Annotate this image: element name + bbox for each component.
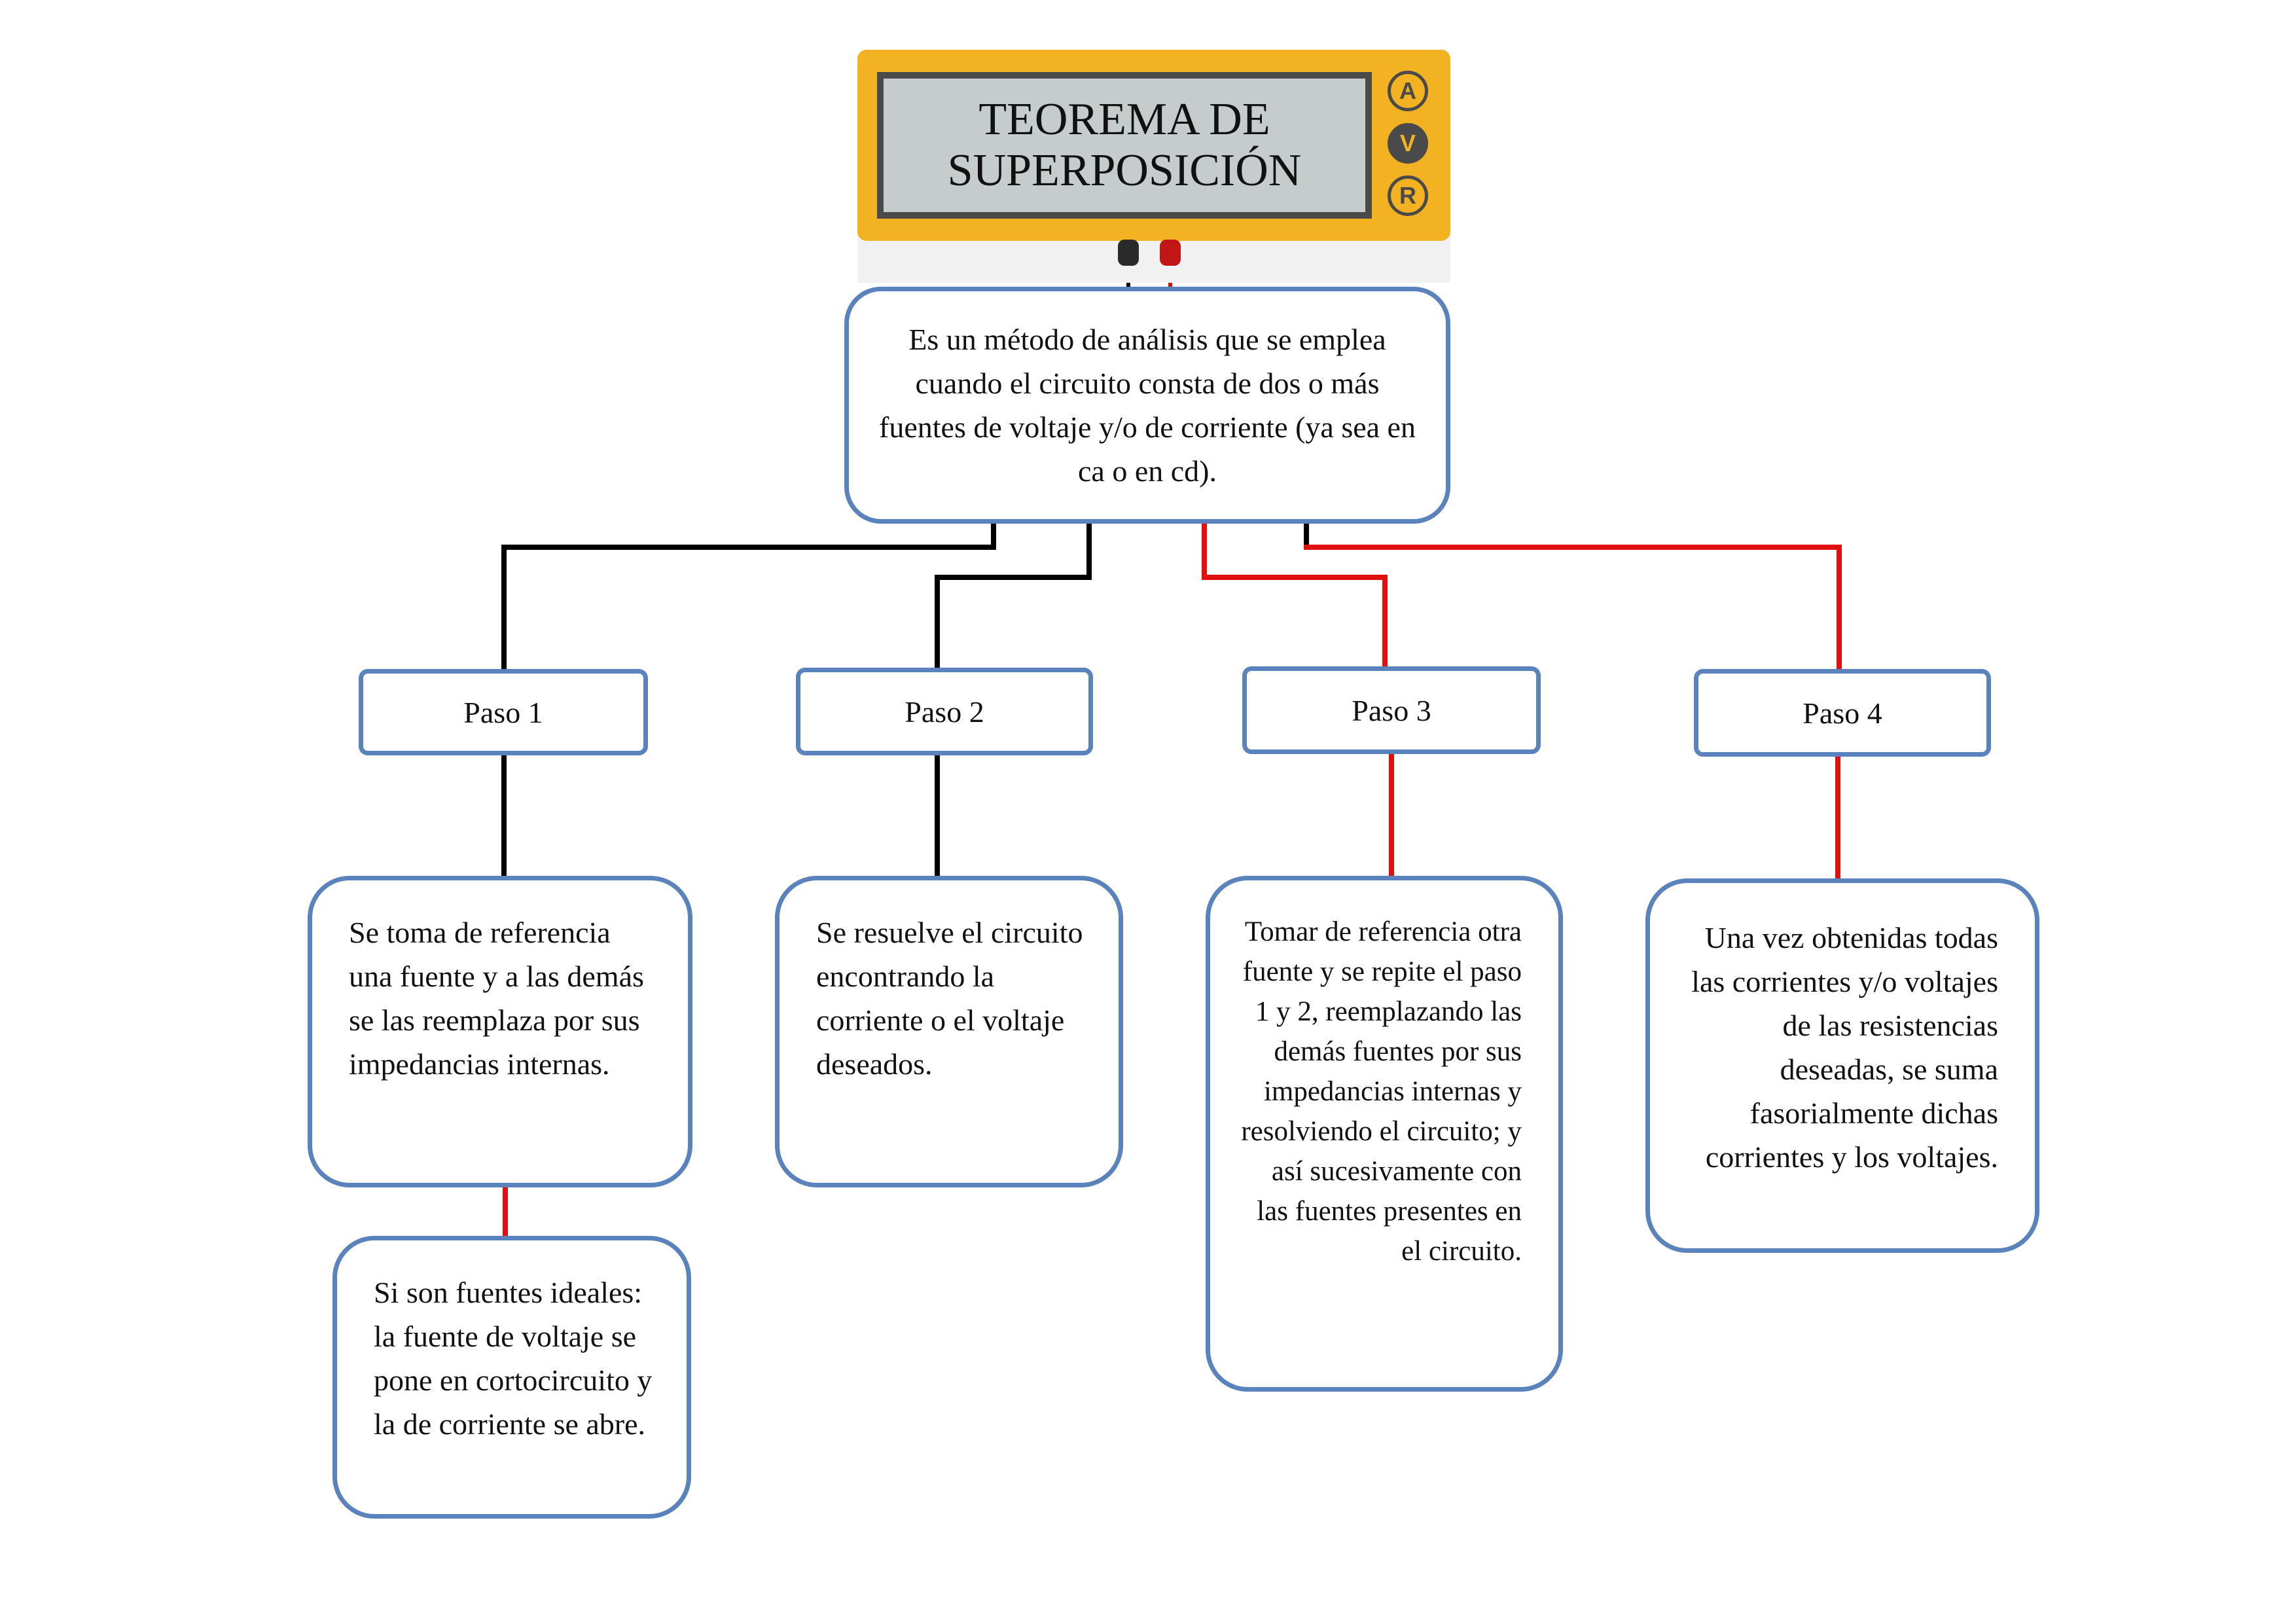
step-4-description-box: Una vez obtenidas todas las corrientes y… <box>1645 878 2039 1253</box>
step-2-box: Paso 2 <box>796 668 1093 755</box>
ammeter-dial-icon: A <box>1388 71 1428 111</box>
step-2-description: Se resuelve el circuito encontrando la c… <box>816 916 1083 1081</box>
step-4-box: Paso 4 <box>1694 669 1991 757</box>
definition-box: Es un método de análisis que se emplea c… <box>844 287 1450 524</box>
wire-definition-to-paso-1 <box>501 518 996 676</box>
step-3-box: Paso 3 <box>1242 666 1541 754</box>
voltmeter-dial-icon: V <box>1388 123 1428 164</box>
definition-text: Es un método de análisis que se emplea c… <box>879 323 1416 488</box>
black-probe-icon <box>1118 240 1139 266</box>
step-2-description-box: Se resuelve el circuito encontrando la c… <box>775 876 1123 1187</box>
title-line-2: SUPERPOSICIÓN <box>947 145 1302 196</box>
title-line-1: TEOREMA DE <box>978 94 1270 145</box>
step-2-label: Paso 2 <box>905 695 984 729</box>
red-probe-icon <box>1160 240 1181 266</box>
step-1-box: Paso 1 <box>359 669 648 755</box>
page-title: TEOREMA DE SUPERPOSICIÓN <box>877 72 1372 219</box>
step-1-description-box: Se toma de referencia una fuente y a las… <box>308 876 692 1187</box>
step-4-description: Una vez obtenidas todas las corrientes y… <box>1691 921 1998 1174</box>
wire-definition-to-paso-3 <box>1202 518 1388 673</box>
step-3-label: Paso 3 <box>1352 693 1431 727</box>
step-4-label: Paso 4 <box>1803 696 1882 730</box>
ideal-sources-note-box: Si son fuentes ideales: la fuente de vol… <box>332 1236 691 1519</box>
step-1-label: Paso 1 <box>463 695 543 729</box>
ideal-sources-note: Si son fuentes ideales: la fuente de vol… <box>374 1276 653 1441</box>
step-3-description-box: Tomar de referencia otra fuente y se rep… <box>1206 876 1563 1392</box>
step-3-description: Tomar de referencia otra fuente y se rep… <box>1241 916 1522 1267</box>
wire-definition-to-paso-2 <box>935 518 1092 676</box>
wire-definition-to-paso-4-red <box>1304 545 1842 674</box>
ohmmeter-dial-icon: R <box>1388 175 1428 216</box>
step-1-description: Se toma de referencia una fuente y a las… <box>349 916 644 1081</box>
